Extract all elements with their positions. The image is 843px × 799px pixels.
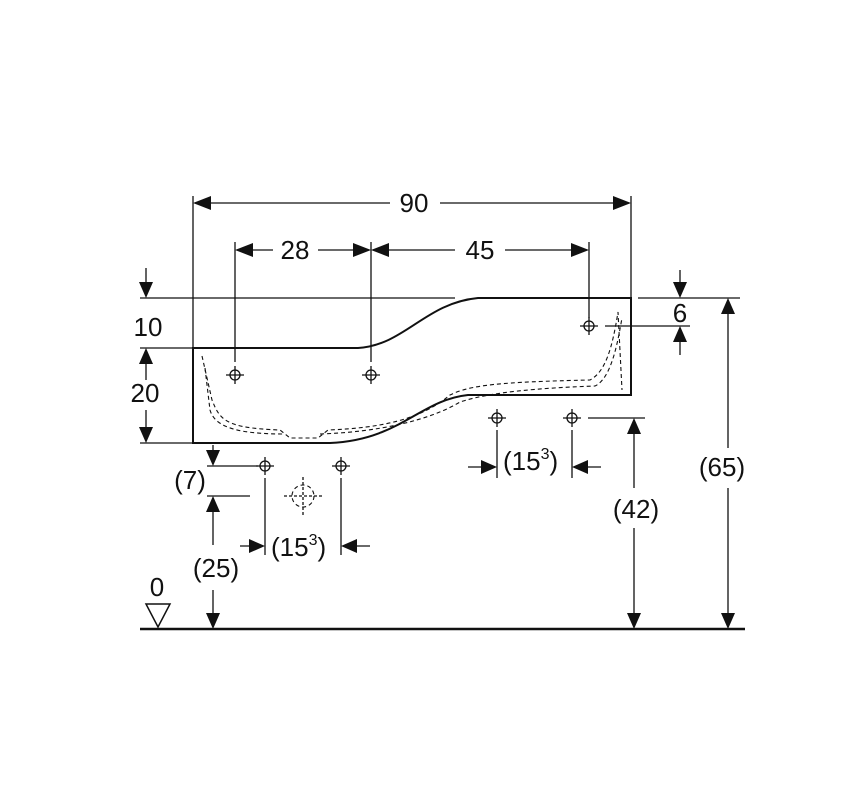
label-total-height: (65) [699, 452, 745, 482]
label-left-tap-offset: 28 [281, 235, 310, 265]
right-spacing-superscript: 3 [541, 446, 550, 463]
label-right-spacing: (153) [503, 446, 558, 476]
label-left-height: (25) [193, 553, 239, 583]
left-spacing-base: (15 [271, 532, 309, 562]
connection-markers [226, 317, 598, 515]
crosshair-icon [332, 457, 350, 475]
label-right-tap-offset: 45 [466, 235, 495, 265]
extension-lines [140, 196, 740, 555]
crosshair-icon [226, 366, 244, 384]
crosshair-icon [580, 317, 598, 335]
dim-overall-width [193, 196, 631, 210]
right-spacing-base: (15 [503, 446, 541, 476]
label-overall-width: 90 [400, 188, 429, 218]
dim-right-tap-offset [371, 243, 589, 257]
drain-crosshair-icon [284, 477, 322, 515]
dim-basin-depth [139, 410, 153, 443]
dim-right-height [627, 418, 641, 629]
crosshair-icon [256, 457, 274, 475]
left-spacing-close: ) [317, 532, 326, 562]
label-floor-level: 0 [150, 572, 164, 602]
crosshair-icon [362, 366, 380, 384]
right-spacing-close: ) [549, 446, 558, 476]
dim-right-step [673, 270, 687, 355]
label-left-spacing: (153) [271, 532, 326, 562]
left-spacing-superscript: 3 [309, 532, 318, 549]
dim-right-spacing [468, 460, 601, 474]
dim-left-drop [206, 445, 220, 466]
dim-left-tap-offset [235, 243, 371, 257]
crosshair-icon [488, 409, 506, 427]
dim-upper-step [139, 268, 153, 380]
label-basin-depth: 20 [131, 378, 160, 408]
label-right-step: 6 [673, 298, 687, 328]
label-upper-step: 10 [134, 312, 163, 342]
dim-left-height [206, 496, 220, 629]
basin-inner-contour [201, 311, 623, 439]
basin-outline [192, 297, 632, 444]
label-left-drop: (7) [174, 465, 206, 495]
dim-left-spacing [240, 539, 370, 553]
dim-total-height [721, 298, 735, 629]
level-triangle-icon [144, 603, 172, 629]
label-right-height: (42) [613, 494, 659, 524]
crosshair-icon [563, 409, 581, 427]
